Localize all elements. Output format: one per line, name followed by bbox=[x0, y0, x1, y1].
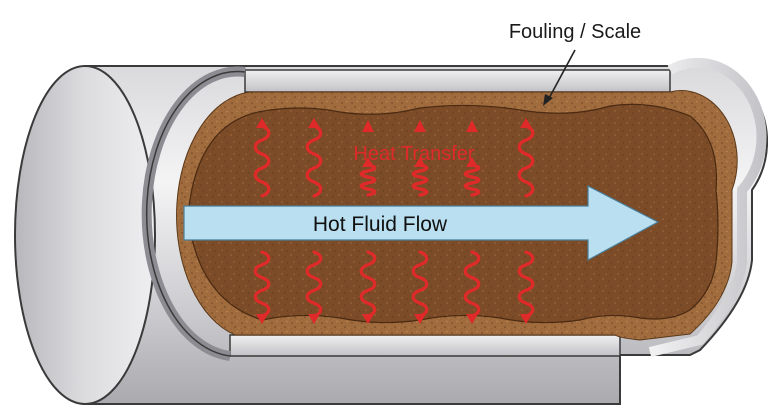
heat-bottom-wave-5 bbox=[517, 250, 535, 318]
heat-top-upper-arrowhead-4 bbox=[466, 120, 478, 132]
heat-bottom-wave-0 bbox=[253, 250, 271, 318]
heat-bottom-wave-3 bbox=[411, 250, 429, 318]
pipe-left-end bbox=[14, 65, 156, 405]
heat-top-arrowhead-3 bbox=[414, 157, 426, 167]
heat-transfer-label: Heat Transfer bbox=[353, 143, 475, 165]
heat-top-arrowhead-0 bbox=[256, 118, 268, 128]
heat-bottom-wave-4 bbox=[463, 250, 481, 318]
heat-top-arrowhead-4 bbox=[466, 157, 478, 167]
heat-top-arrowhead-2 bbox=[362, 157, 374, 167]
heat-top-arrowhead-5 bbox=[520, 118, 532, 128]
heat-arrows-bottom bbox=[253, 250, 535, 324]
fouling-scale-label: Fouling / Scale bbox=[509, 21, 641, 43]
heat-top-wave-1 bbox=[305, 124, 323, 198]
heat-bottom-arrowhead-4 bbox=[466, 314, 478, 324]
heat-top-wave-2 bbox=[359, 163, 377, 197]
fouling-leader-line bbox=[546, 49, 576, 103]
heat-bottom-arrowhead-0 bbox=[256, 314, 268, 324]
heat-top-wave-4 bbox=[463, 163, 481, 197]
pipe-top-cut-wall bbox=[244, 69, 671, 93]
heat-top-arrowhead-1 bbox=[308, 118, 320, 128]
heat-arrows-top bbox=[253, 118, 535, 198]
heat-bottom-arrowhead-1 bbox=[308, 314, 320, 324]
fouling-leader-arrowhead bbox=[543, 94, 553, 106]
pipe-right-rim bbox=[648, 57, 767, 357]
pipe-bottom-cut-wall bbox=[229, 334, 621, 357]
heat-bottom-arrowhead-2 bbox=[362, 314, 374, 324]
heat-top-wave-5 bbox=[517, 124, 535, 198]
heat-top-upper-arrowhead-2 bbox=[362, 120, 374, 132]
heat-bottom-arrowhead-3 bbox=[414, 314, 426, 324]
heat-bottom-arrowhead-5 bbox=[520, 314, 532, 324]
heat-top-wave-0 bbox=[253, 124, 271, 198]
heat-top-wave-3 bbox=[411, 163, 429, 197]
heat-bottom-wave-1 bbox=[305, 250, 323, 318]
heat-bottom-wave-2 bbox=[359, 250, 377, 318]
heat-top-upper-arrowhead-3 bbox=[414, 120, 426, 132]
hot-fluid-flow-arrow bbox=[183, 185, 660, 262]
hot-fluid-flow-label: Hot Fluid Flow bbox=[313, 213, 448, 236]
